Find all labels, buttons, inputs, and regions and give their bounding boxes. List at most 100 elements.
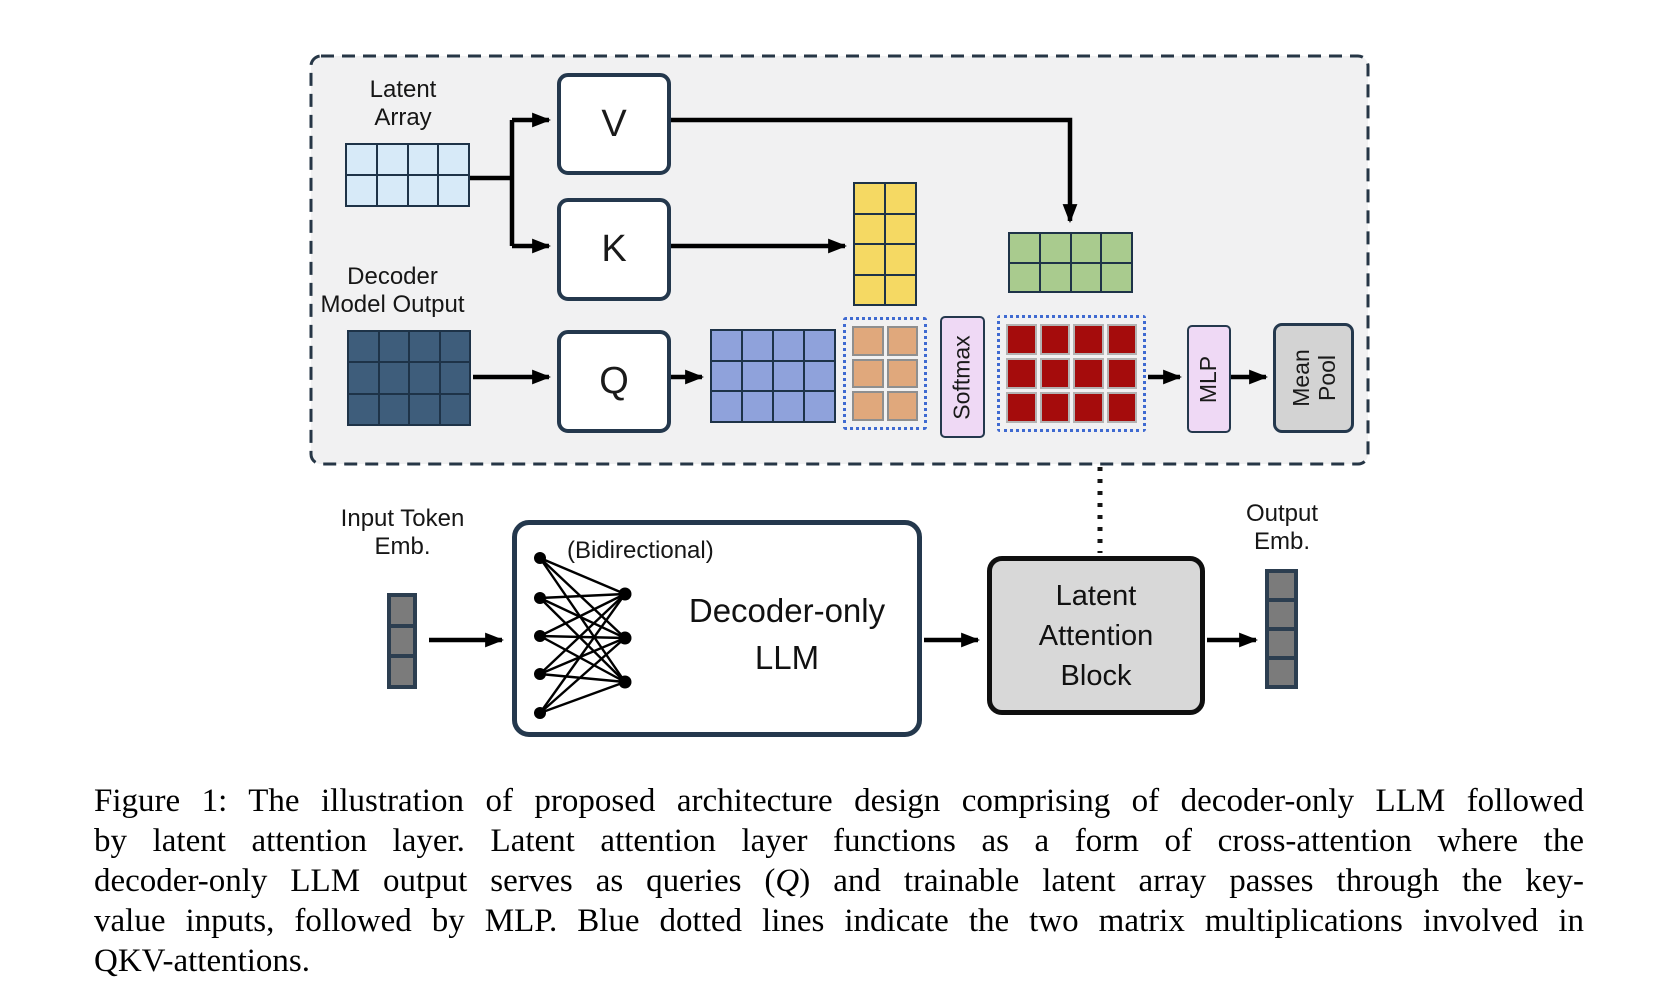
qk-scores-matrix bbox=[852, 326, 918, 421]
value-projection-box: V bbox=[557, 73, 671, 175]
matrix-cell bbox=[1006, 324, 1037, 355]
matrix-cell bbox=[1009, 233, 1040, 263]
matrix-cell bbox=[1106, 392, 1137, 423]
latent-array-label: Latent Array bbox=[369, 76, 437, 131]
matrix-cell bbox=[804, 391, 835, 422]
matrix-cell bbox=[1073, 324, 1104, 355]
matrix-cell bbox=[1101, 262, 1132, 292]
decoder-model-output-label: Decoder Model Output bbox=[320, 263, 465, 318]
matrix-cell bbox=[389, 656, 415, 687]
matrix-cell bbox=[852, 391, 884, 421]
matrix-cell bbox=[439, 362, 470, 394]
matrix-cell bbox=[389, 595, 415, 626]
matrix-cell bbox=[852, 358, 884, 389]
matrix-cell bbox=[1070, 233, 1102, 263]
caption-line: by latent attention layer. Latent attent… bbox=[94, 823, 1584, 859]
matrix-cell bbox=[886, 358, 918, 389]
caption-line: QKV-attentions. bbox=[94, 943, 311, 979]
matrix-cell bbox=[1106, 324, 1137, 355]
matrix-cell bbox=[711, 330, 742, 361]
output-embedding-column bbox=[1265, 569, 1298, 689]
matrix-cell bbox=[348, 362, 379, 394]
matrix-cell bbox=[378, 331, 409, 363]
matrix-cell bbox=[773, 360, 804, 392]
matrix-cell bbox=[376, 175, 408, 206]
queries-matrix bbox=[710, 329, 836, 423]
decoder-only-llm-label: Decoder-only LLM bbox=[688, 592, 886, 676]
decoder-only-llm-box: (Bidirectional) Decoder-only LLM bbox=[512, 520, 922, 737]
matrix-cell bbox=[1070, 262, 1102, 292]
matrix-cell bbox=[348, 393, 379, 425]
matrix-cell bbox=[1039, 262, 1071, 292]
attention-matmul-dotted-box bbox=[997, 315, 1146, 432]
matrix-cell bbox=[348, 331, 379, 363]
matrix-cell bbox=[854, 274, 885, 305]
matrix-cell bbox=[439, 393, 470, 425]
matrix-cell bbox=[885, 244, 916, 275]
matrix-cell bbox=[1101, 233, 1132, 263]
matrix-cell bbox=[409, 331, 440, 363]
bidirectional-network-sketch bbox=[534, 552, 632, 719]
matrix-cell bbox=[804, 360, 835, 392]
matrix-cell bbox=[439, 331, 470, 363]
matrix-cell bbox=[409, 362, 440, 394]
mlp-box: MLP bbox=[1187, 325, 1231, 433]
matrix-cell bbox=[378, 362, 409, 394]
matrix-cell bbox=[742, 360, 773, 392]
matrix-cell bbox=[1073, 358, 1104, 389]
matrix-cell bbox=[886, 391, 918, 421]
matrix-cell bbox=[711, 391, 742, 422]
matrix-cell bbox=[773, 391, 804, 422]
matrix-cell bbox=[378, 393, 409, 425]
matrix-cell bbox=[885, 274, 916, 305]
mean-pool-box: Mean Pool bbox=[1273, 323, 1354, 433]
matrix-cell bbox=[376, 144, 408, 175]
matrix-cell bbox=[885, 183, 916, 214]
matrix-cell bbox=[742, 330, 773, 361]
matrix-cell bbox=[409, 393, 440, 425]
matrix-cell bbox=[1039, 358, 1070, 389]
input-embedding-column bbox=[387, 593, 417, 689]
key-projection-box: K bbox=[557, 198, 671, 301]
values-matrix bbox=[1008, 232, 1133, 293]
figure-caption: Figure 1: The illustration of proposed a… bbox=[94, 781, 1584, 981]
caption-line: decoder-only LLM output serves as querie… bbox=[94, 863, 1585, 899]
matrix-cell bbox=[407, 175, 439, 206]
matrix-cell bbox=[1006, 392, 1037, 423]
matrix-cell bbox=[1267, 658, 1296, 687]
matrix-cell bbox=[407, 144, 439, 175]
matrix-cell bbox=[438, 144, 469, 175]
decoder-output-matrix bbox=[347, 330, 471, 426]
latent-array-matrix bbox=[345, 143, 470, 207]
softmax-box: Softmax bbox=[940, 316, 985, 438]
matrix-cell bbox=[742, 391, 773, 422]
matrix-cell bbox=[1039, 233, 1071, 263]
matrix-cell bbox=[885, 213, 916, 244]
caption-line: Figure 1: The illustration of proposed a… bbox=[94, 783, 1584, 819]
latent-attention-block: Latent Attention Block bbox=[987, 556, 1205, 715]
matrix-cell bbox=[852, 326, 884, 356]
matrix-cell bbox=[854, 213, 885, 244]
matrix-cell bbox=[804, 330, 835, 361]
matrix-cell bbox=[1039, 392, 1070, 423]
input-token-emb-label: Input Token Emb. bbox=[340, 505, 465, 560]
matrix-cell bbox=[1267, 600, 1296, 629]
matrix-cell bbox=[773, 330, 804, 361]
attention-scores-matrix bbox=[1006, 324, 1137, 423]
matrix-cell bbox=[1267, 629, 1296, 658]
matrix-cell bbox=[1267, 571, 1296, 600]
matrix-cell bbox=[1106, 358, 1137, 389]
matrix-cell bbox=[886, 326, 918, 356]
caption-line: value inputs, followed by MLP. Blue dott… bbox=[94, 903, 1584, 939]
matrix-cell bbox=[346, 175, 377, 206]
matrix-cell bbox=[1009, 262, 1040, 292]
query-projection-box: Q bbox=[557, 330, 671, 433]
matrix-cell bbox=[1073, 392, 1104, 423]
matrix-cell bbox=[438, 175, 469, 206]
keys-matrix bbox=[853, 182, 917, 306]
matrix-cell bbox=[711, 360, 742, 392]
qk-matmul-dotted-box bbox=[843, 317, 927, 430]
matrix-cell bbox=[346, 144, 377, 175]
matrix-cell bbox=[389, 625, 415, 657]
